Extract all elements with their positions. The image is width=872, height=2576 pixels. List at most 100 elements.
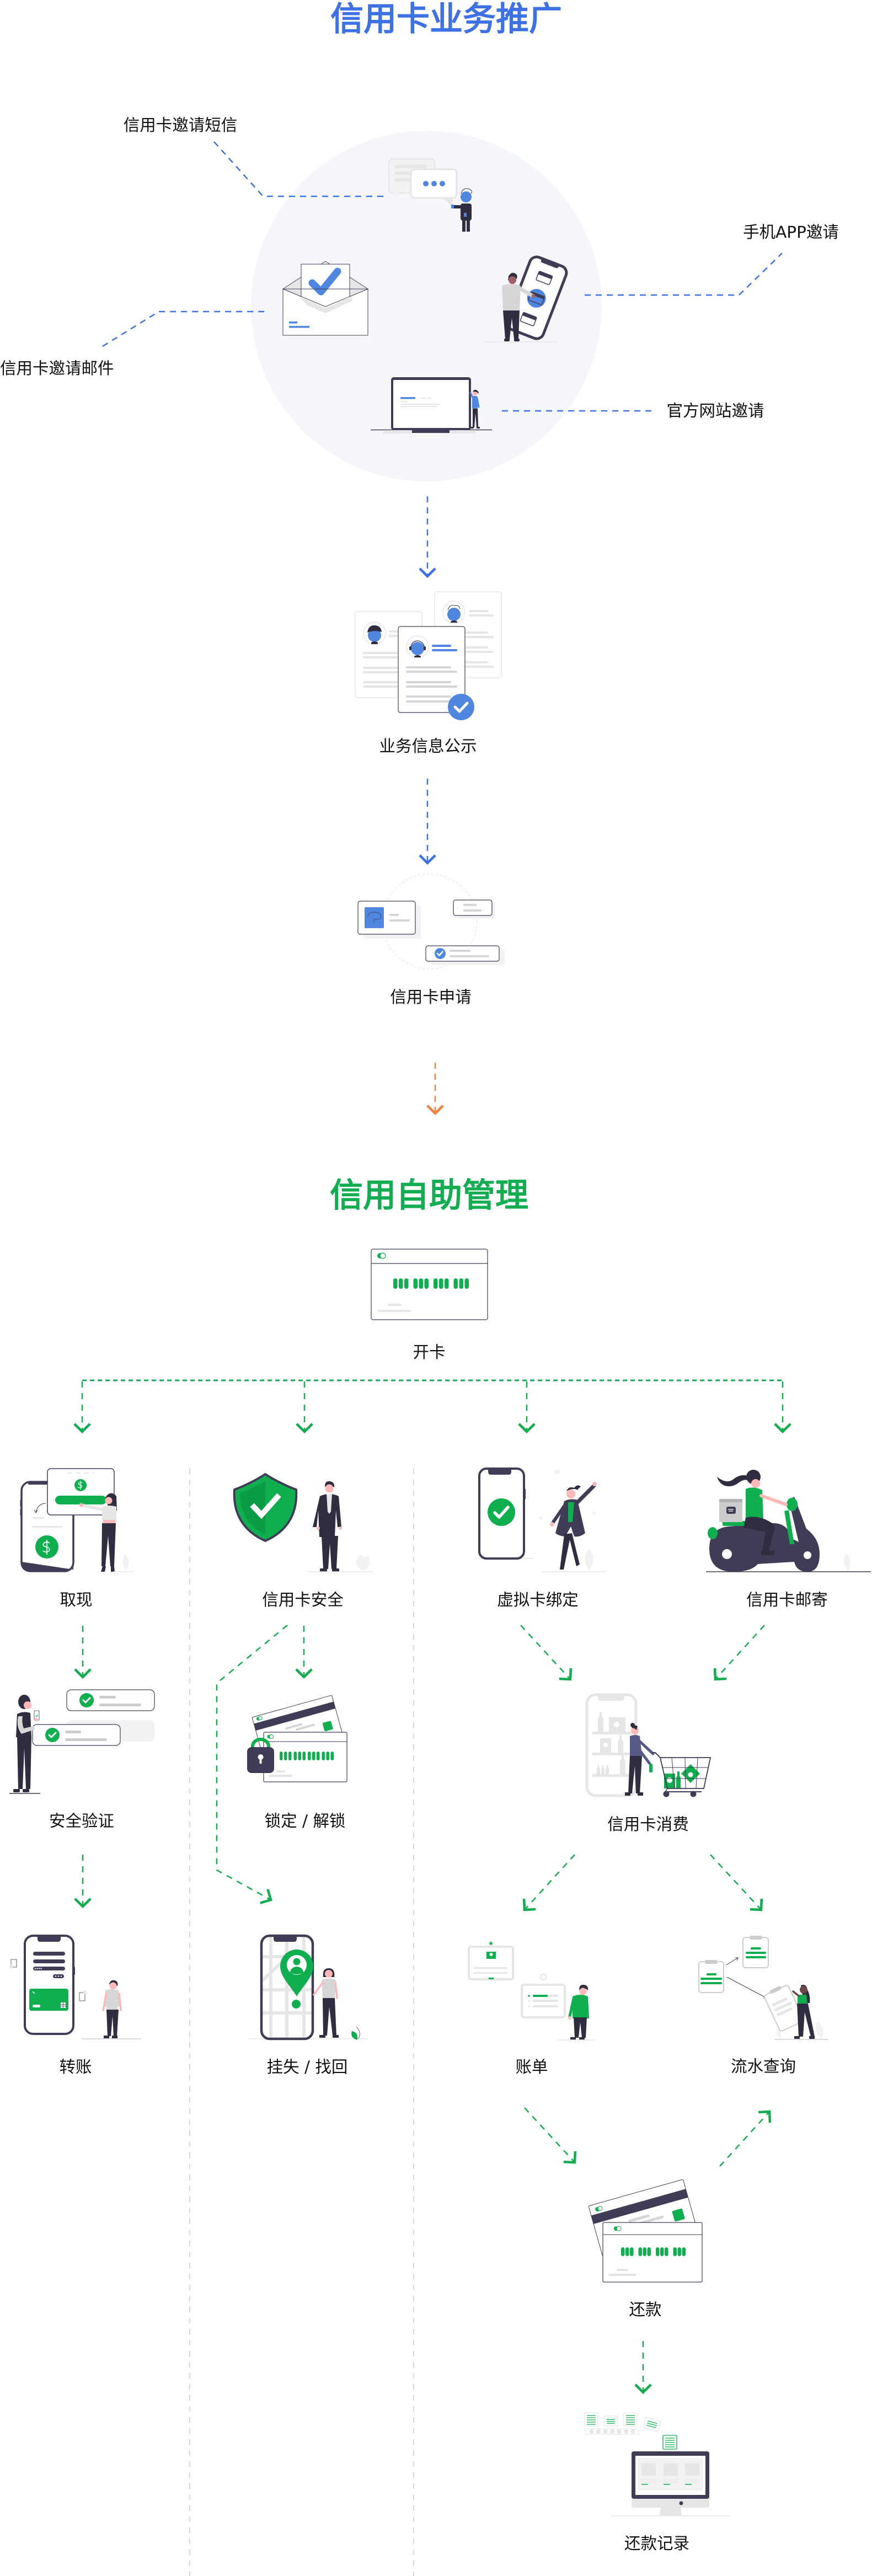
website-laptop-icon — [371, 377, 492, 433]
spending-to-statement-arrowhead-icon — [522, 1898, 536, 1911]
falling-document — [643, 2417, 661, 2432]
repayment-to-query-connector — [719, 2111, 770, 2167]
bill-document — [521, 1974, 566, 2018]
mobile-transfer-icon — [9, 1935, 141, 2039]
step-application-label: 信用卡申请 — [390, 988, 472, 1006]
front-card — [602, 2222, 703, 2283]
mailing-to-spending-connector — [715, 1625, 765, 1680]
verification-to-transfer-arrowhead-icon — [74, 1898, 92, 1909]
info-to-application-arrowhead-icon — [419, 854, 436, 865]
shopping-cart — [652, 1752, 711, 1797]
person-figure — [313, 1968, 339, 2038]
person-figure — [792, 1985, 815, 2039]
withdrawal-to-verification-arrowhead-icon — [74, 1668, 92, 1679]
records-monitor-icon — [584, 2412, 730, 2516]
verified-card — [32, 1724, 121, 1746]
card-lock-icon — [247, 1695, 347, 1782]
node-repayment-records-label: 还款记录 — [624, 2534, 689, 2553]
node-card-spending-label: 信用卡消费 — [607, 1815, 689, 1834]
node-security-verification-label: 安全验证 — [49, 1812, 114, 1830]
smartphone — [24, 1935, 75, 2035]
front-chat-bubble — [410, 168, 458, 206]
email-invite-icon — [282, 261, 369, 336]
shopping-cart-icon — [585, 1693, 711, 1797]
security-to-lock-arrowhead-icon — [295, 1668, 313, 1679]
spending-to-query-connector — [710, 1854, 762, 1910]
self-service-title: 信用自助管理 — [330, 1176, 528, 1215]
channel-email-label: 信用卡邀请邮件 — [0, 359, 114, 378]
step-info-disclosure-label: 业务信息公示 — [379, 737, 477, 756]
channel-app-label: 手机APP邀请 — [743, 223, 839, 242]
promotion-title: 信用卡业务推广 — [330, 0, 562, 39]
person-figure — [79, 1493, 117, 1572]
node-cash-withdrawal-label: 取现 — [60, 1590, 93, 1609]
verification-check-icon — [9, 1689, 155, 1794]
repayment-cards-icon — [588, 2179, 703, 2283]
node-card-security-label: 信用卡安全 — [262, 1590, 344, 1609]
clipboard — [698, 1960, 724, 1993]
virtual-card-phone-icon — [477, 1468, 606, 1572]
person-figure — [102, 1980, 122, 2038]
activation-to-virtual-card-arrowhead-icon — [518, 1423, 536, 1434]
person-figure — [451, 188, 472, 232]
conveyor-belt — [584, 2412, 639, 2435]
delivery-box — [719, 1499, 742, 1522]
security-shield-icon — [233, 1473, 373, 1572]
person-figure — [625, 1723, 655, 1796]
person-figure — [13, 1695, 40, 1792]
verified-card — [66, 1689, 155, 1711]
repayment-to-records-arrowhead-icon — [634, 2384, 652, 2395]
spending-to-statement-connector — [524, 1854, 575, 1910]
spending-to-query-arrowhead-icon — [750, 1898, 763, 1911]
node-card-mailing-label: 信用卡邮寄 — [746, 1590, 828, 1609]
delivery-scooter-icon — [706, 1470, 871, 1572]
person-figure — [502, 272, 536, 341]
statement-to-repayment-connector — [524, 2107, 575, 2163]
activation-to-mailing-arrowhead-icon — [774, 1423, 791, 1434]
scooter — [708, 1497, 820, 1572]
approved-check-icon — [448, 694, 474, 720]
virtual-card-to-spending-arrowhead-icon — [559, 1668, 573, 1681]
app-connector — [585, 253, 783, 296]
card-activation-icon — [371, 1249, 488, 1320]
repayment-to-query-arrowhead-icon — [758, 2110, 772, 2123]
email-connector — [102, 310, 269, 347]
sms-chat-icon — [388, 158, 472, 232]
desktop-monitor — [632, 2451, 709, 2515]
person-figure — [469, 389, 480, 429]
store-phone-background — [585, 1693, 638, 1797]
cash-panel — [47, 1468, 115, 1515]
card-number-digits — [393, 1278, 469, 1289]
channel-sms-label: 信用卡邀请短信 — [123, 116, 238, 135]
clipboard — [742, 1936, 769, 1968]
node-report-loss-label: 挂失 / 找回 — [266, 2058, 348, 2076]
node-virtual-card-binding-label: 虚拟卡绑定 — [497, 1590, 579, 1609]
person-figure — [550, 1482, 597, 1570]
node-repayment-label: 还款 — [629, 2300, 662, 2319]
security-to-report-loss-arrowhead-icon — [260, 1889, 272, 1904]
map-screen — [261, 1936, 313, 2039]
id-document — [468, 1941, 514, 1980]
check-mark-icon — [308, 267, 341, 296]
activation-to-withdrawal-arrowhead-icon — [73, 1423, 91, 1434]
front-document — [398, 626, 466, 713]
large-clipboard — [764, 1985, 804, 2032]
location-pin-phone-icon — [249, 1934, 367, 2041]
card-application-icon — [357, 874, 505, 970]
node-transaction-query-label: 流水查询 — [730, 2057, 796, 2076]
virtual-card-to-spending-connector — [520, 1625, 571, 1680]
clipboard-query-icon — [698, 1936, 828, 2040]
person-figure — [568, 1984, 589, 2040]
activation-to-security-arrowhead-icon — [296, 1423, 313, 1434]
mobile-app-icon — [484, 255, 568, 342]
statement-to-repayment-arrowhead-icon — [563, 2151, 577, 2164]
statement-documents-icon — [468, 1941, 595, 2041]
node-transfer-label: 转账 — [59, 2058, 92, 2076]
node-card-activation-label: 开卡 — [413, 1343, 446, 1362]
rider-figure — [717, 1470, 788, 1555]
channels-to-info-arrowhead-icon — [419, 567, 436, 579]
location-pin-icon — [280, 1950, 313, 2009]
channel-website-label: 官方网站邀请 — [666, 401, 764, 420]
cash-withdrawal-icon — [20, 1468, 133, 1572]
info-documents-icon — [355, 591, 502, 720]
